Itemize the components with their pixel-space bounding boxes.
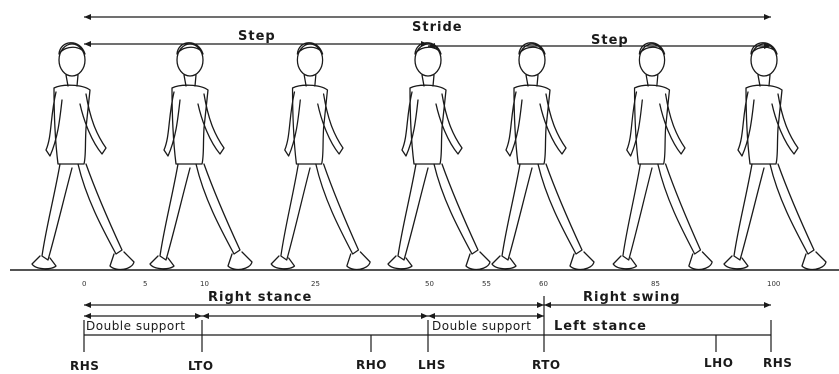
- step-label-left: Step: [238, 29, 276, 44]
- tick-label: 10: [200, 280, 209, 288]
- tick-label: 25: [311, 280, 320, 288]
- walking-figures: [32, 43, 826, 270]
- event-label-rho: RHO: [356, 358, 387, 372]
- event-label-lho: LHO: [704, 356, 733, 370]
- tick-label: 50: [425, 280, 434, 288]
- event-label-rhs-start: RHS: [70, 359, 99, 373]
- event-label-rto: RTO: [532, 358, 561, 372]
- walking-figure-3: [388, 43, 490, 270]
- event-label-lto: LTO: [188, 359, 214, 373]
- walking-figure-6: [724, 43, 826, 270]
- double-support-label-2: Double support: [432, 319, 531, 333]
- event-label-lhs: LHS: [418, 358, 446, 372]
- tick-label: 5: [143, 280, 147, 288]
- stride-label: Stride: [412, 20, 463, 35]
- left-stance-label: Left stance: [554, 319, 647, 334]
- walking-figure-4: [492, 43, 594, 270]
- percent-ticks: 0 5 10 25 50 55 60 85 100: [82, 280, 780, 288]
- walking-figure-1: [150, 43, 252, 270]
- right-stance-label: Right stance: [208, 290, 312, 305]
- walking-figure-0: [32, 43, 134, 270]
- tick-label: 85: [651, 280, 660, 288]
- tick-label: 0: [82, 280, 86, 288]
- walking-figure-5: [613, 43, 712, 270]
- right-swing-label: Right swing: [583, 290, 681, 305]
- tick-label: 55: [482, 280, 491, 288]
- step-label-right: Step: [591, 33, 629, 48]
- tick-label: 100: [767, 280, 780, 288]
- walking-figure-2: [271, 43, 370, 270]
- tick-label: 60: [539, 280, 548, 288]
- double-support-label-1: Double support: [86, 319, 185, 333]
- event-label-rhs-end: RHS: [763, 356, 792, 370]
